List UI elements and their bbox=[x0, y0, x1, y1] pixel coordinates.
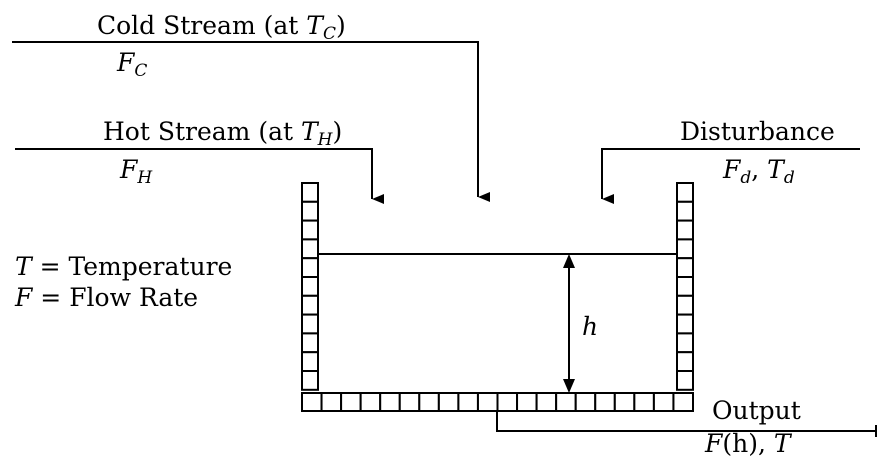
wall-brick bbox=[301, 392, 323, 412]
wall-brick bbox=[676, 351, 694, 373]
wall-brick bbox=[672, 392, 695, 412]
wall-brick bbox=[476, 392, 499, 412]
output-vars-label: F(h), T bbox=[704, 429, 793, 458]
wall-brick bbox=[301, 294, 319, 316]
disturbance-line bbox=[601, 148, 860, 204]
wall-brick bbox=[301, 332, 319, 354]
tank-bottom-wall bbox=[301, 392, 695, 412]
wall-brick bbox=[340, 392, 362, 412]
wall-brick bbox=[535, 392, 558, 412]
wall-brick bbox=[301, 257, 319, 279]
wall-brick bbox=[418, 392, 440, 412]
output-line bbox=[496, 412, 876, 432]
wall-brick bbox=[301, 313, 319, 335]
legend-temperature: T = Temperature bbox=[15, 252, 232, 281]
hot-stream-label: Hot Stream (at TH) bbox=[103, 117, 342, 150]
wall-brick bbox=[320, 392, 343, 412]
cold-stream-line bbox=[12, 41, 490, 202]
hot-flow-label: FH bbox=[119, 155, 153, 188]
wall-brick bbox=[676, 200, 694, 222]
wall-brick bbox=[301, 276, 319, 297]
wall-brick bbox=[301, 370, 319, 391]
wall-brick bbox=[301, 351, 319, 373]
legend-flow-rate: F = Flow Rate bbox=[14, 283, 198, 312]
wall-brick bbox=[676, 219, 694, 241]
cold-flow-label: FC bbox=[116, 48, 147, 81]
disturbance-label: Disturbance bbox=[680, 117, 835, 146]
tank-right-wall bbox=[676, 182, 694, 391]
cold-stream-label: Cold Stream (at TC) bbox=[97, 11, 346, 44]
wall-brick bbox=[516, 392, 538, 412]
wall-brick bbox=[676, 257, 694, 279]
wall-brick bbox=[633, 392, 655, 412]
wall-brick bbox=[398, 392, 421, 412]
level-label: h bbox=[582, 312, 598, 341]
wall-brick bbox=[496, 392, 519, 412]
wall-brick bbox=[359, 392, 382, 412]
wall-brick bbox=[555, 392, 577, 412]
wall-brick bbox=[301, 200, 319, 222]
wall-brick bbox=[676, 276, 694, 297]
wall-brick bbox=[652, 392, 675, 412]
wall-brick bbox=[301, 182, 319, 203]
tank-left-wall bbox=[301, 182, 319, 391]
wall-brick bbox=[676, 182, 694, 203]
wall-brick bbox=[457, 392, 479, 412]
wall-brick bbox=[676, 370, 694, 391]
wall-brick bbox=[301, 219, 319, 241]
wall-brick bbox=[676, 294, 694, 316]
wall-brick bbox=[676, 313, 694, 335]
wall-brick bbox=[676, 332, 694, 354]
wall-brick bbox=[594, 392, 616, 412]
output-label: Output bbox=[712, 396, 801, 425]
wall-brick bbox=[574, 392, 597, 412]
level-arrow-top-head bbox=[563, 254, 575, 268]
level-arrow-bottom-head bbox=[563, 379, 575, 393]
wall-brick bbox=[613, 392, 636, 412]
wall-brick bbox=[379, 392, 401, 412]
hot-stream-line bbox=[15, 148, 384, 204]
disturbance-vars-label: Fd, Td bbox=[722, 155, 795, 188]
wall-brick bbox=[676, 238, 694, 260]
wall-brick bbox=[437, 392, 460, 412]
wall-brick bbox=[301, 238, 319, 260]
